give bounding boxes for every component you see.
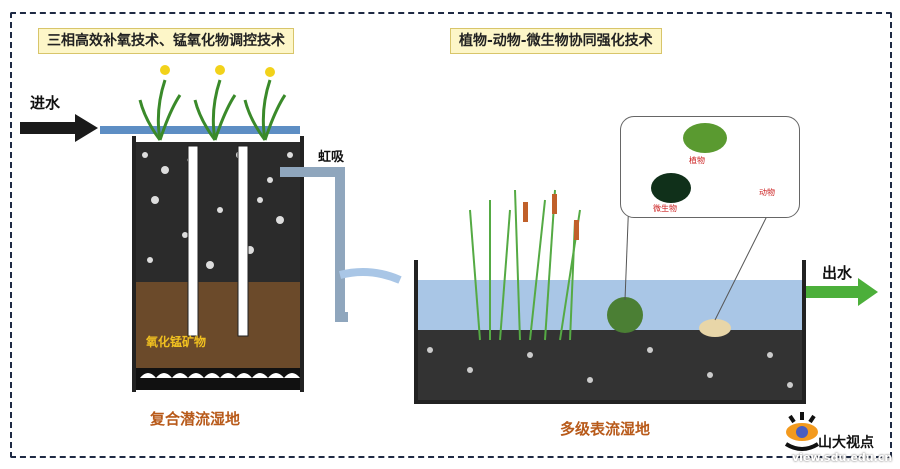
banner-right: 植物-动物-微生物协同强化技术 xyxy=(450,28,662,54)
banner-left: 三相高效补氧技术、锰氧化物调控技术 xyxy=(38,28,294,54)
right-wetland-title: 多级表流湿地 xyxy=(560,420,651,438)
inset-microbe-label: 微生物 xyxy=(653,204,677,213)
watermark-url: view.sdu.edu.cn xyxy=(792,451,893,464)
inset-plant-label: 植物 xyxy=(689,156,705,165)
subsurface-wetland-tank xyxy=(100,65,348,392)
siphon-label: 虹吸 xyxy=(318,150,345,165)
sdu-eye-logo-icon xyxy=(784,412,820,451)
inflow-arrow-icon xyxy=(20,114,98,142)
surface-wetland-tank xyxy=(338,180,806,404)
dashed-frame xyxy=(10,12,892,458)
outflow-arrow-icon xyxy=(806,278,878,306)
microbe-image xyxy=(651,173,691,203)
inset-animal-label: 动物 xyxy=(759,188,775,197)
outflow-label: 出水 xyxy=(822,264,853,282)
manganese-label: 氧化锰矿物 xyxy=(146,335,207,349)
left-wetland-title: 复合潜流湿地 xyxy=(150,410,241,428)
inset-synergy-cycle: 植物 微生物 动物 xyxy=(620,116,800,218)
watermark-name: 山大视点 xyxy=(818,435,874,451)
inflow-label: 进水 xyxy=(30,94,61,112)
plant-image xyxy=(683,123,727,153)
